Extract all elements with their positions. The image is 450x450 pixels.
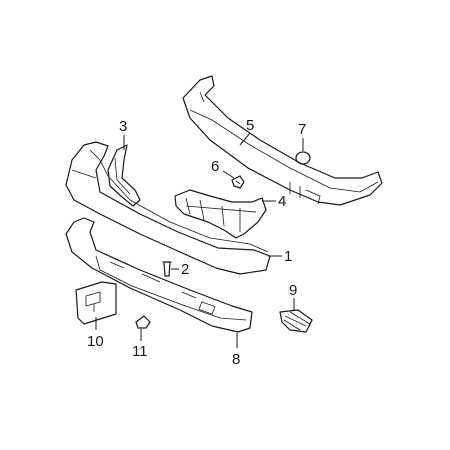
callout-6: 6 (211, 158, 219, 175)
callout-3: 3 (119, 118, 127, 135)
grille-insert-part (279, 309, 313, 333)
clip-part (231, 175, 245, 189)
support-bracket-part (174, 189, 267, 239)
callout-8: 8 (232, 351, 240, 368)
callout-11: 11 (132, 343, 148, 360)
callout-1: 1 (284, 248, 292, 265)
bumper-cover-part (65, 141, 271, 275)
push-pin-part (135, 315, 151, 329)
callout-4: 4 (278, 193, 286, 210)
license-bracket-part (75, 281, 117, 325)
leader-5 (239, 132, 251, 146)
callout-5: 5 (246, 117, 254, 134)
lower-valance-part (65, 217, 253, 333)
reinforcement-beam-part (182, 75, 383, 206)
plug-part (295, 151, 311, 165)
callout-7: 7 (298, 121, 306, 138)
callout-2: 2 (181, 261, 189, 278)
bracket-part (107, 144, 141, 207)
leader-6 (222, 170, 235, 179)
callout-10: 10 (87, 333, 104, 350)
pin-part (162, 261, 172, 277)
callout-9: 9 (289, 282, 297, 299)
